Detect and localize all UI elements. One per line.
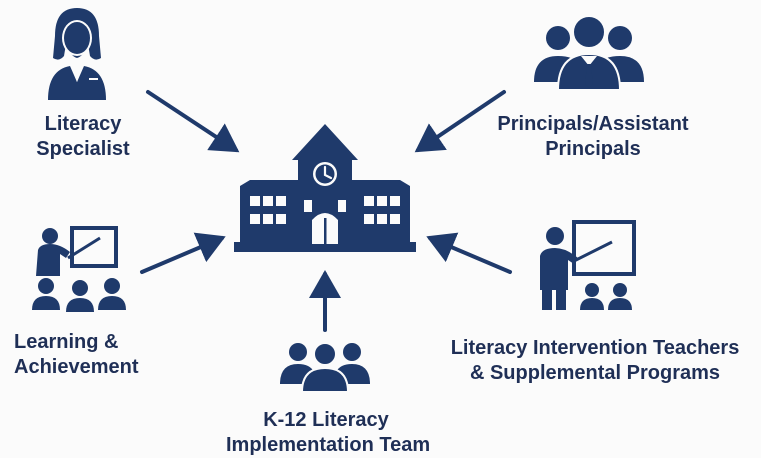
principals-label: Principals/Assistant Principals [478, 112, 708, 162]
literacy-specialist-line-1: Literacy [44, 113, 122, 135]
literacy-specialist-line-2: Specialist [36, 138, 130, 160]
connector-arrows [140, 90, 512, 332]
arrow-principals [414, 90, 506, 153]
intervention-line-1: Literacy Intervention Teachers [450, 337, 740, 359]
learning-line-1: Learning & [14, 331, 119, 353]
arrow-learning [140, 232, 226, 274]
principals-line-2: Principals [545, 138, 641, 160]
intervention-label: Literacy Intervention Teachers & Supplem… [436, 336, 754, 386]
arrow-literacy-specialist [146, 90, 240, 153]
k12-line-1: K-12 Literacy [263, 409, 389, 431]
teacher-at-board-icon [540, 220, 636, 310]
learning-line-2: Achievement [14, 356, 139, 378]
intervention-line-2: & Supplemental Programs [469, 362, 721, 384]
teacher-with-class-icon [32, 226, 126, 312]
k12-line-2: Implementation Team [226, 434, 431, 456]
literacy-specialist-label: Literacy Specialist [28, 112, 138, 162]
principals-line-1: Principals/Assistant [497, 113, 689, 135]
school-building-icon [234, 124, 416, 252]
k12-label: K-12 Literacy Implementation Team [226, 408, 431, 458]
female-professional-icon [48, 8, 106, 100]
learning-achievement-label: Learning & Achievement [14, 330, 164, 380]
arrow-intervention [426, 232, 512, 274]
leadership-group-icon [534, 15, 644, 91]
team-group-icon [280, 342, 370, 393]
